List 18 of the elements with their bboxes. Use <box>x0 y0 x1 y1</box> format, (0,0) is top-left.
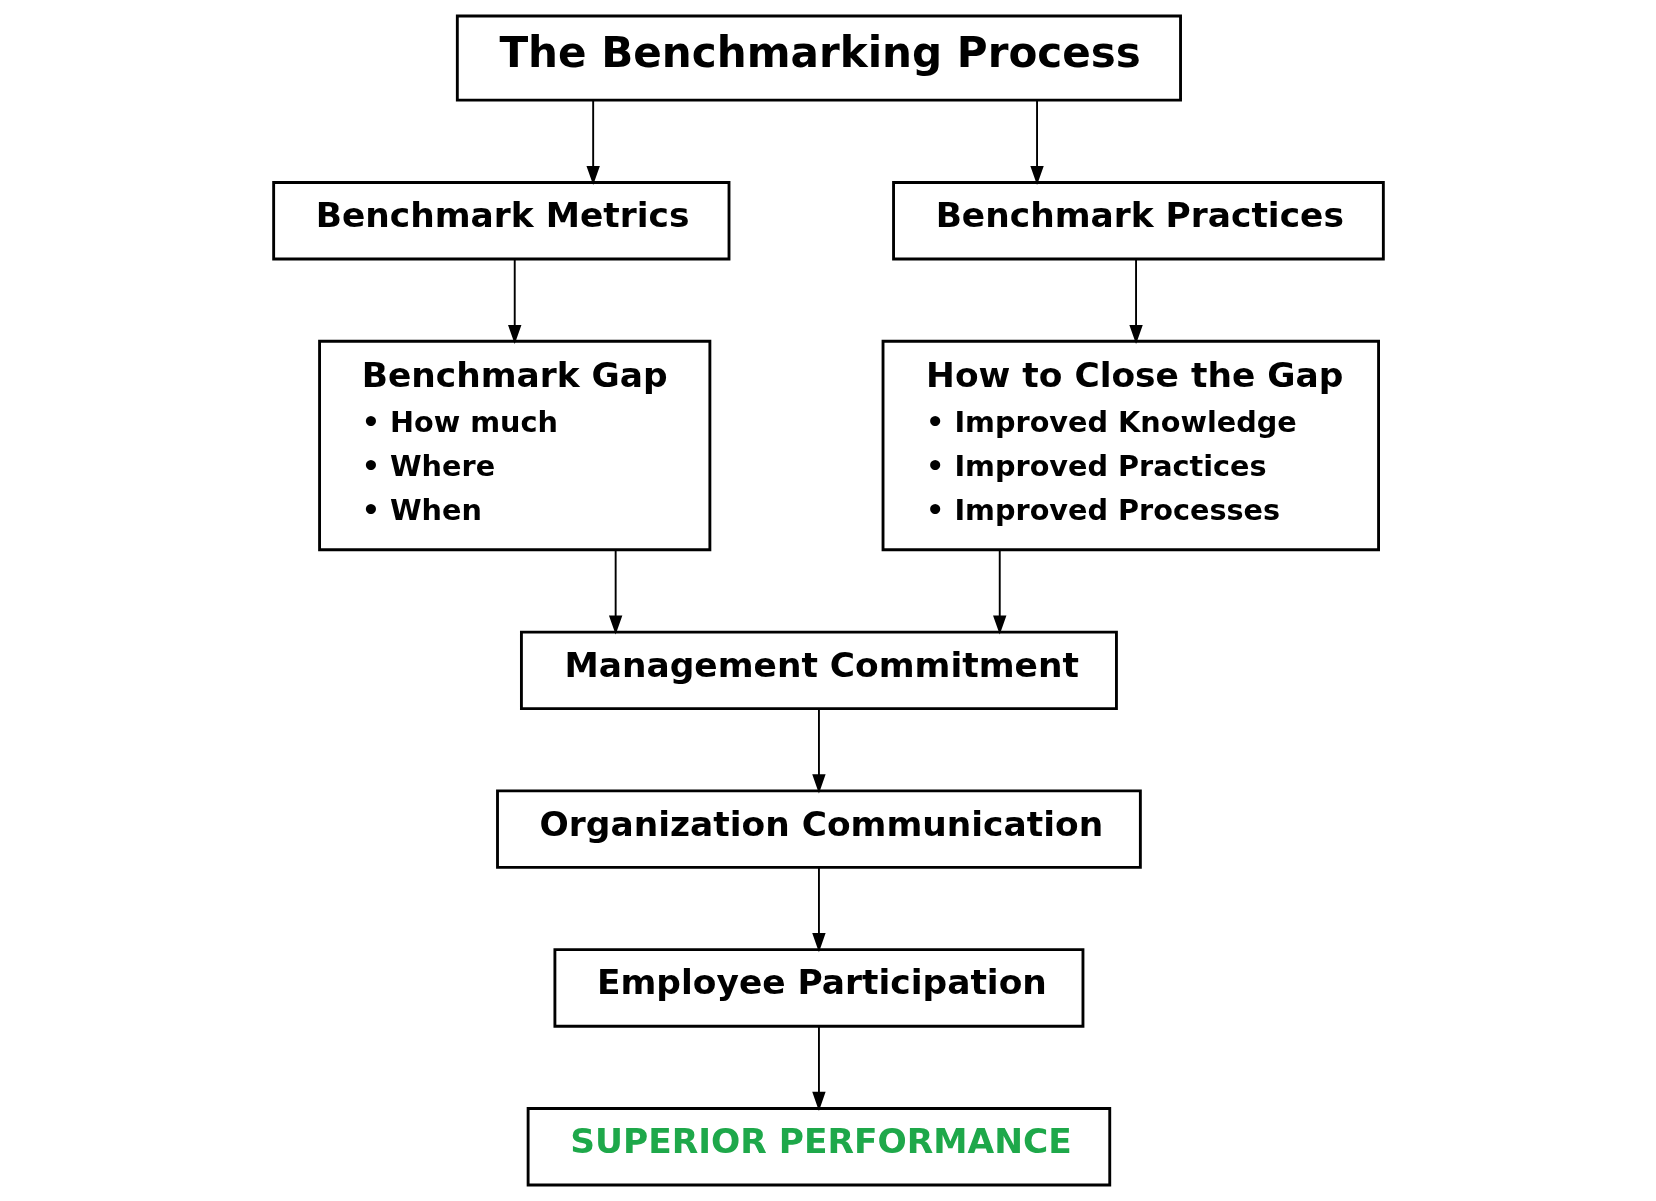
node-box: SUPERIOR PERFORMANCE <box>526 1107 1111 1187</box>
arrow <box>811 866 826 953</box>
node-box: Benchmark Gap • How much • Where • When <box>317 339 711 552</box>
node-box: Benchmark Metrics <box>271 181 730 261</box>
arrow <box>507 258 521 345</box>
node-box: The Benchmarking Process <box>455 14 1182 102</box>
arrow <box>811 1025 826 1111</box>
node-box: Benchmark Practices <box>891 181 1385 261</box>
node-box: Employee Participation <box>552 948 1084 1028</box>
node-box: How to Close the Gap • Improved Knowledge • Improved Practices • Improved Processes <box>881 339 1380 552</box>
node-box: Management Commitment <box>519 630 1118 711</box>
arrow <box>992 549 1006 635</box>
arrow <box>1029 99 1044 186</box>
arrow <box>585 99 600 186</box>
arrow <box>608 549 622 635</box>
arrow <box>811 707 826 794</box>
node-box: Organization Communication <box>495 789 1142 869</box>
arrow <box>1128 258 1143 345</box>
